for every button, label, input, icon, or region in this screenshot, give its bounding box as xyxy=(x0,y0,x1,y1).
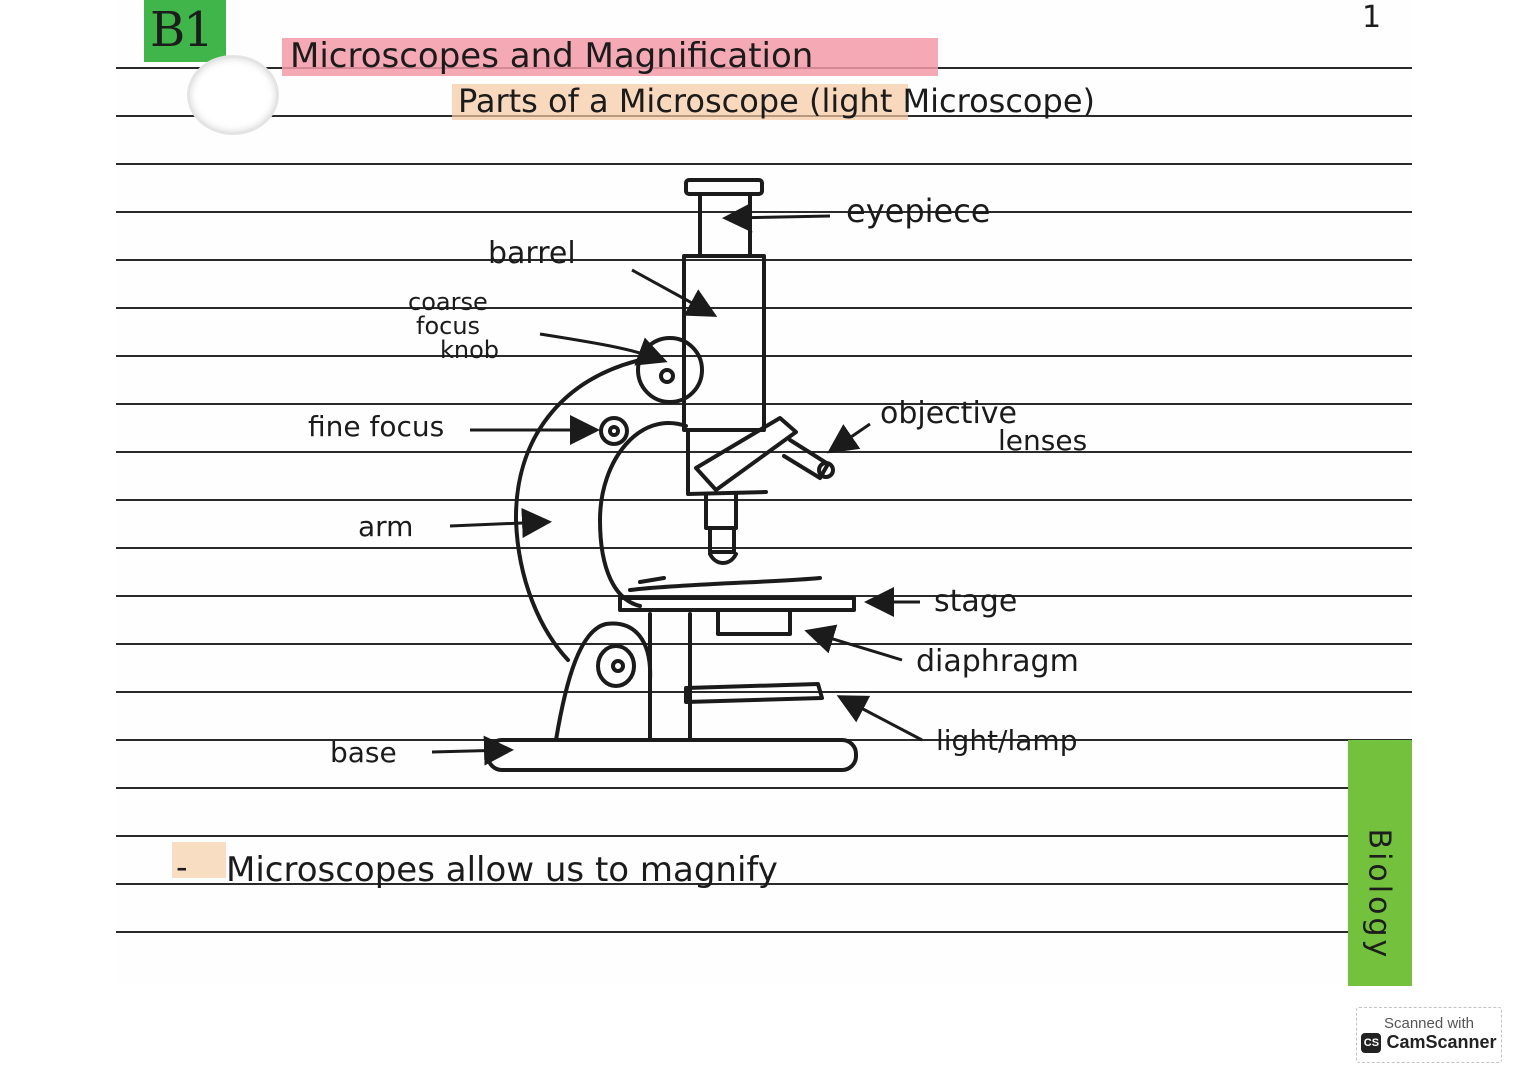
subject-tab-label: Biology xyxy=(1361,828,1397,961)
barrel-shape xyxy=(682,254,766,432)
notes-bullet: - xyxy=(176,848,188,886)
label-eyepiece: eyepiece xyxy=(846,192,991,230)
label-base: base xyxy=(330,736,397,769)
eyepiece-cap xyxy=(684,178,764,196)
note-card xyxy=(116,0,1412,985)
page-title: Microscopes and Magnification xyxy=(290,36,814,76)
arrow-light xyxy=(836,695,923,742)
lamp-shape xyxy=(684,682,824,704)
watermark-brand: CamScanner xyxy=(1386,1032,1497,1052)
label-coarse-line2: focus xyxy=(416,312,481,340)
eyepiece-tube xyxy=(698,192,752,256)
bullet-highlight xyxy=(172,842,226,878)
camscanner-logo-icon: CS xyxy=(1361,1032,1382,1053)
notes-line-1: Microscopes allow us to magnify xyxy=(226,850,778,890)
coarse-focus-knob xyxy=(636,336,704,404)
label-light: light/lamp xyxy=(936,724,1078,757)
label-arm: arm xyxy=(358,510,414,543)
label-objective-line2: lenses xyxy=(998,424,1088,457)
topic-code-tab xyxy=(144,0,226,62)
camscanner-watermark: Scanned with CS CamScanner xyxy=(1356,1007,1502,1063)
page-number: 1 xyxy=(1362,0,1382,35)
subtitle-highlight xyxy=(452,84,908,120)
watermark-line1: Scanned with xyxy=(1383,1015,1475,1032)
label-stage: stage xyxy=(934,584,1018,619)
nosepiece xyxy=(694,416,798,492)
label-objective-line1: objective xyxy=(880,396,1017,431)
punch-hole xyxy=(190,58,276,132)
diaphragm-shape xyxy=(716,610,792,636)
topic-code: B1 xyxy=(150,2,214,58)
arrow-diaphragm xyxy=(804,624,903,662)
page-subtitle: Parts of a Microscope (light Microscope) xyxy=(458,82,1095,120)
label-coarse-line3: knob xyxy=(440,336,500,364)
label-coarse-line1: coarse xyxy=(408,288,488,316)
arrow-barrel xyxy=(631,268,718,317)
label-diaphragm: diaphragm xyxy=(916,644,1079,679)
arm-shape xyxy=(513,358,642,662)
objective-lens-right xyxy=(782,438,830,480)
subject-tab xyxy=(1348,740,1412,986)
arrow-base xyxy=(431,735,514,766)
base-shape xyxy=(486,738,858,772)
arrow-objective xyxy=(827,422,871,454)
arrow-coarse xyxy=(539,332,668,366)
label-barrel: barrel xyxy=(488,236,576,271)
fine-focus-knob xyxy=(599,416,629,446)
label-fine-focus: fine focus xyxy=(308,410,445,443)
objective-lens-main xyxy=(704,492,738,554)
title-highlight xyxy=(282,38,938,76)
arrow-arm xyxy=(449,508,552,538)
stage-shape xyxy=(618,596,856,612)
arrow-eyepiece xyxy=(722,202,831,233)
